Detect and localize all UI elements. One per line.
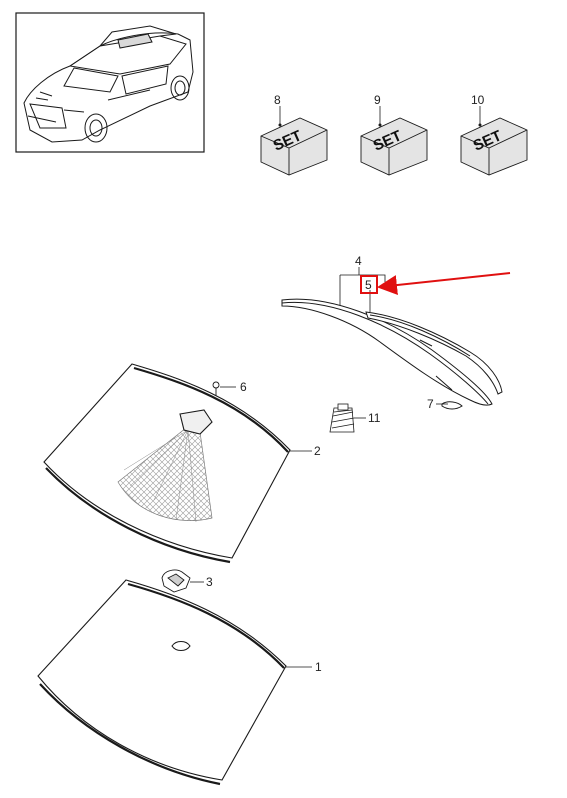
part-labels: 1 2 3 4 5 6 7 11 bbox=[206, 254, 434, 674]
vehicle-thumbnail bbox=[15, 12, 205, 153]
kit-8-box-icon bbox=[260, 117, 328, 176]
highlight-box bbox=[360, 275, 378, 294]
windshield-upper bbox=[43, 363, 291, 564]
part-label-6: 6 bbox=[240, 380, 247, 394]
kit-boxes: 8 SET 9 SET 10 bbox=[260, 93, 528, 176]
screw-part-6 bbox=[212, 381, 220, 396]
kit-9-number: 9 bbox=[374, 93, 381, 107]
kit-9-box-icon bbox=[360, 117, 428, 176]
suv-icon bbox=[23, 25, 194, 143]
windshield-lower bbox=[37, 579, 287, 786]
rain-sensor-icon bbox=[179, 409, 213, 435]
kit-10-box-icon bbox=[460, 117, 528, 176]
kit-9: 9 SET bbox=[360, 93, 428, 176]
clip-part-3 bbox=[161, 569, 191, 593]
kit-8: 8 SET bbox=[260, 93, 328, 176]
part-label-4: 4 bbox=[355, 254, 362, 268]
spring-part-11 bbox=[329, 403, 355, 433]
highlight-arrow bbox=[377, 272, 511, 296]
part-label-1: 1 bbox=[315, 660, 322, 674]
wiper-sweep-area bbox=[117, 427, 213, 521]
kit-10: 10 SET bbox=[460, 93, 528, 176]
kit-10-number: 10 bbox=[471, 93, 485, 107]
highlight-annotation bbox=[360, 272, 511, 296]
rear-window-trim-strip bbox=[365, 311, 503, 395]
rear-window-assembly bbox=[281, 298, 503, 410]
part-label-2: 2 bbox=[314, 444, 321, 458]
leader-lines bbox=[190, 267, 448, 668]
rear-window-tab bbox=[441, 401, 463, 410]
mirror-mount-icon bbox=[171, 640, 191, 652]
part-label-11: 11 bbox=[368, 411, 381, 425]
kit-8-number: 8 bbox=[274, 93, 281, 107]
part-label-5: 5 bbox=[365, 278, 372, 292]
part-label-7: 7 bbox=[427, 397, 434, 411]
part-label-3: 3 bbox=[206, 575, 213, 589]
